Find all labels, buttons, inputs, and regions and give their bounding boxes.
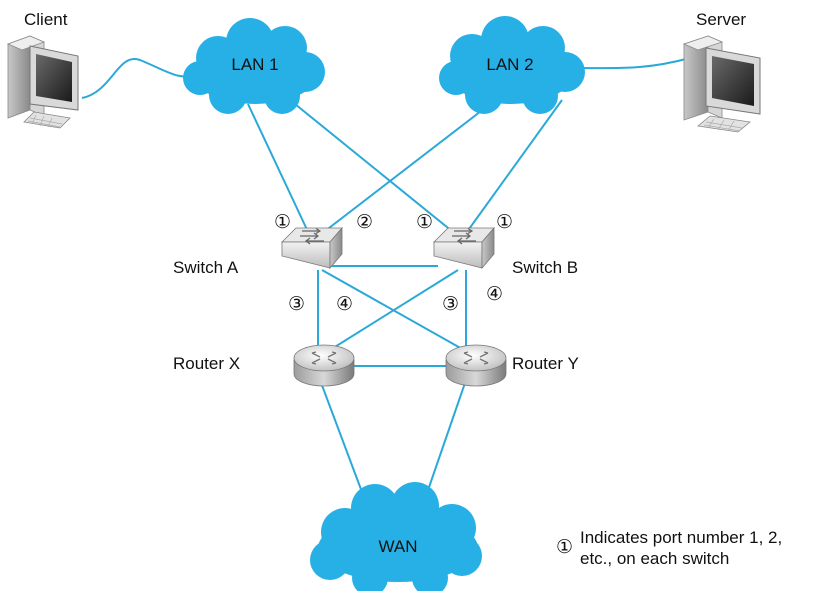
router-y-label: Router Y xyxy=(512,354,579,373)
wan-label: WAN xyxy=(378,537,418,556)
port-label-b-router-y: ④ xyxy=(486,283,504,305)
link-router-x-wan xyxy=(319,379,369,509)
link-switch-b-router-x xyxy=(329,269,459,351)
router-x-icon xyxy=(293,344,355,387)
lan2-label: LAN 2 xyxy=(486,55,534,74)
legend-port-symbol: ① xyxy=(556,536,574,558)
link-lan1-switch-a xyxy=(247,103,311,237)
port-label-b-lan2: ① xyxy=(496,211,514,233)
legend-line-1: Indicates port number 1, 2, xyxy=(580,528,783,547)
switch-a-icon xyxy=(281,226,343,270)
port-label-a-router-y: ④ xyxy=(336,293,354,315)
switch-a-label: Switch A xyxy=(173,258,239,277)
link-router-y-wan xyxy=(425,379,467,497)
server-label: Server xyxy=(696,10,747,29)
legend-line-2: etc., on each switch xyxy=(580,549,730,568)
link-server-lan2 xyxy=(577,57,691,70)
link-lan1-switch-b xyxy=(289,99,459,237)
lan1-label: LAN 1 xyxy=(231,55,279,74)
switch-b-icon xyxy=(433,226,495,270)
port-label-a-router-x: ③ xyxy=(288,293,306,315)
link-lan2-switch-a xyxy=(315,97,499,239)
router-y-icon xyxy=(445,344,507,387)
cloud-lan1 xyxy=(183,18,325,114)
link-lan2-switch-b xyxy=(463,99,563,237)
cloud-lan2 xyxy=(439,16,585,114)
link-client-lan1 xyxy=(81,57,199,99)
client-label: Client xyxy=(24,10,68,29)
legend-text: Indicates port number 1, 2, etc., on eac… xyxy=(580,527,782,569)
router-x-label: Router X xyxy=(173,354,241,373)
port-label-b-lan1: ① xyxy=(416,211,434,233)
links xyxy=(81,57,691,509)
client-computer-icon xyxy=(6,35,79,129)
switch-b-label: Switch B xyxy=(512,258,579,277)
server-computer-icon xyxy=(682,35,761,133)
cloud-wan xyxy=(310,482,482,596)
port-label-a-lan1: ① xyxy=(274,211,292,233)
port-label-b-router-x: ③ xyxy=(442,293,460,315)
port-label-a-lan2: ② xyxy=(356,211,374,233)
